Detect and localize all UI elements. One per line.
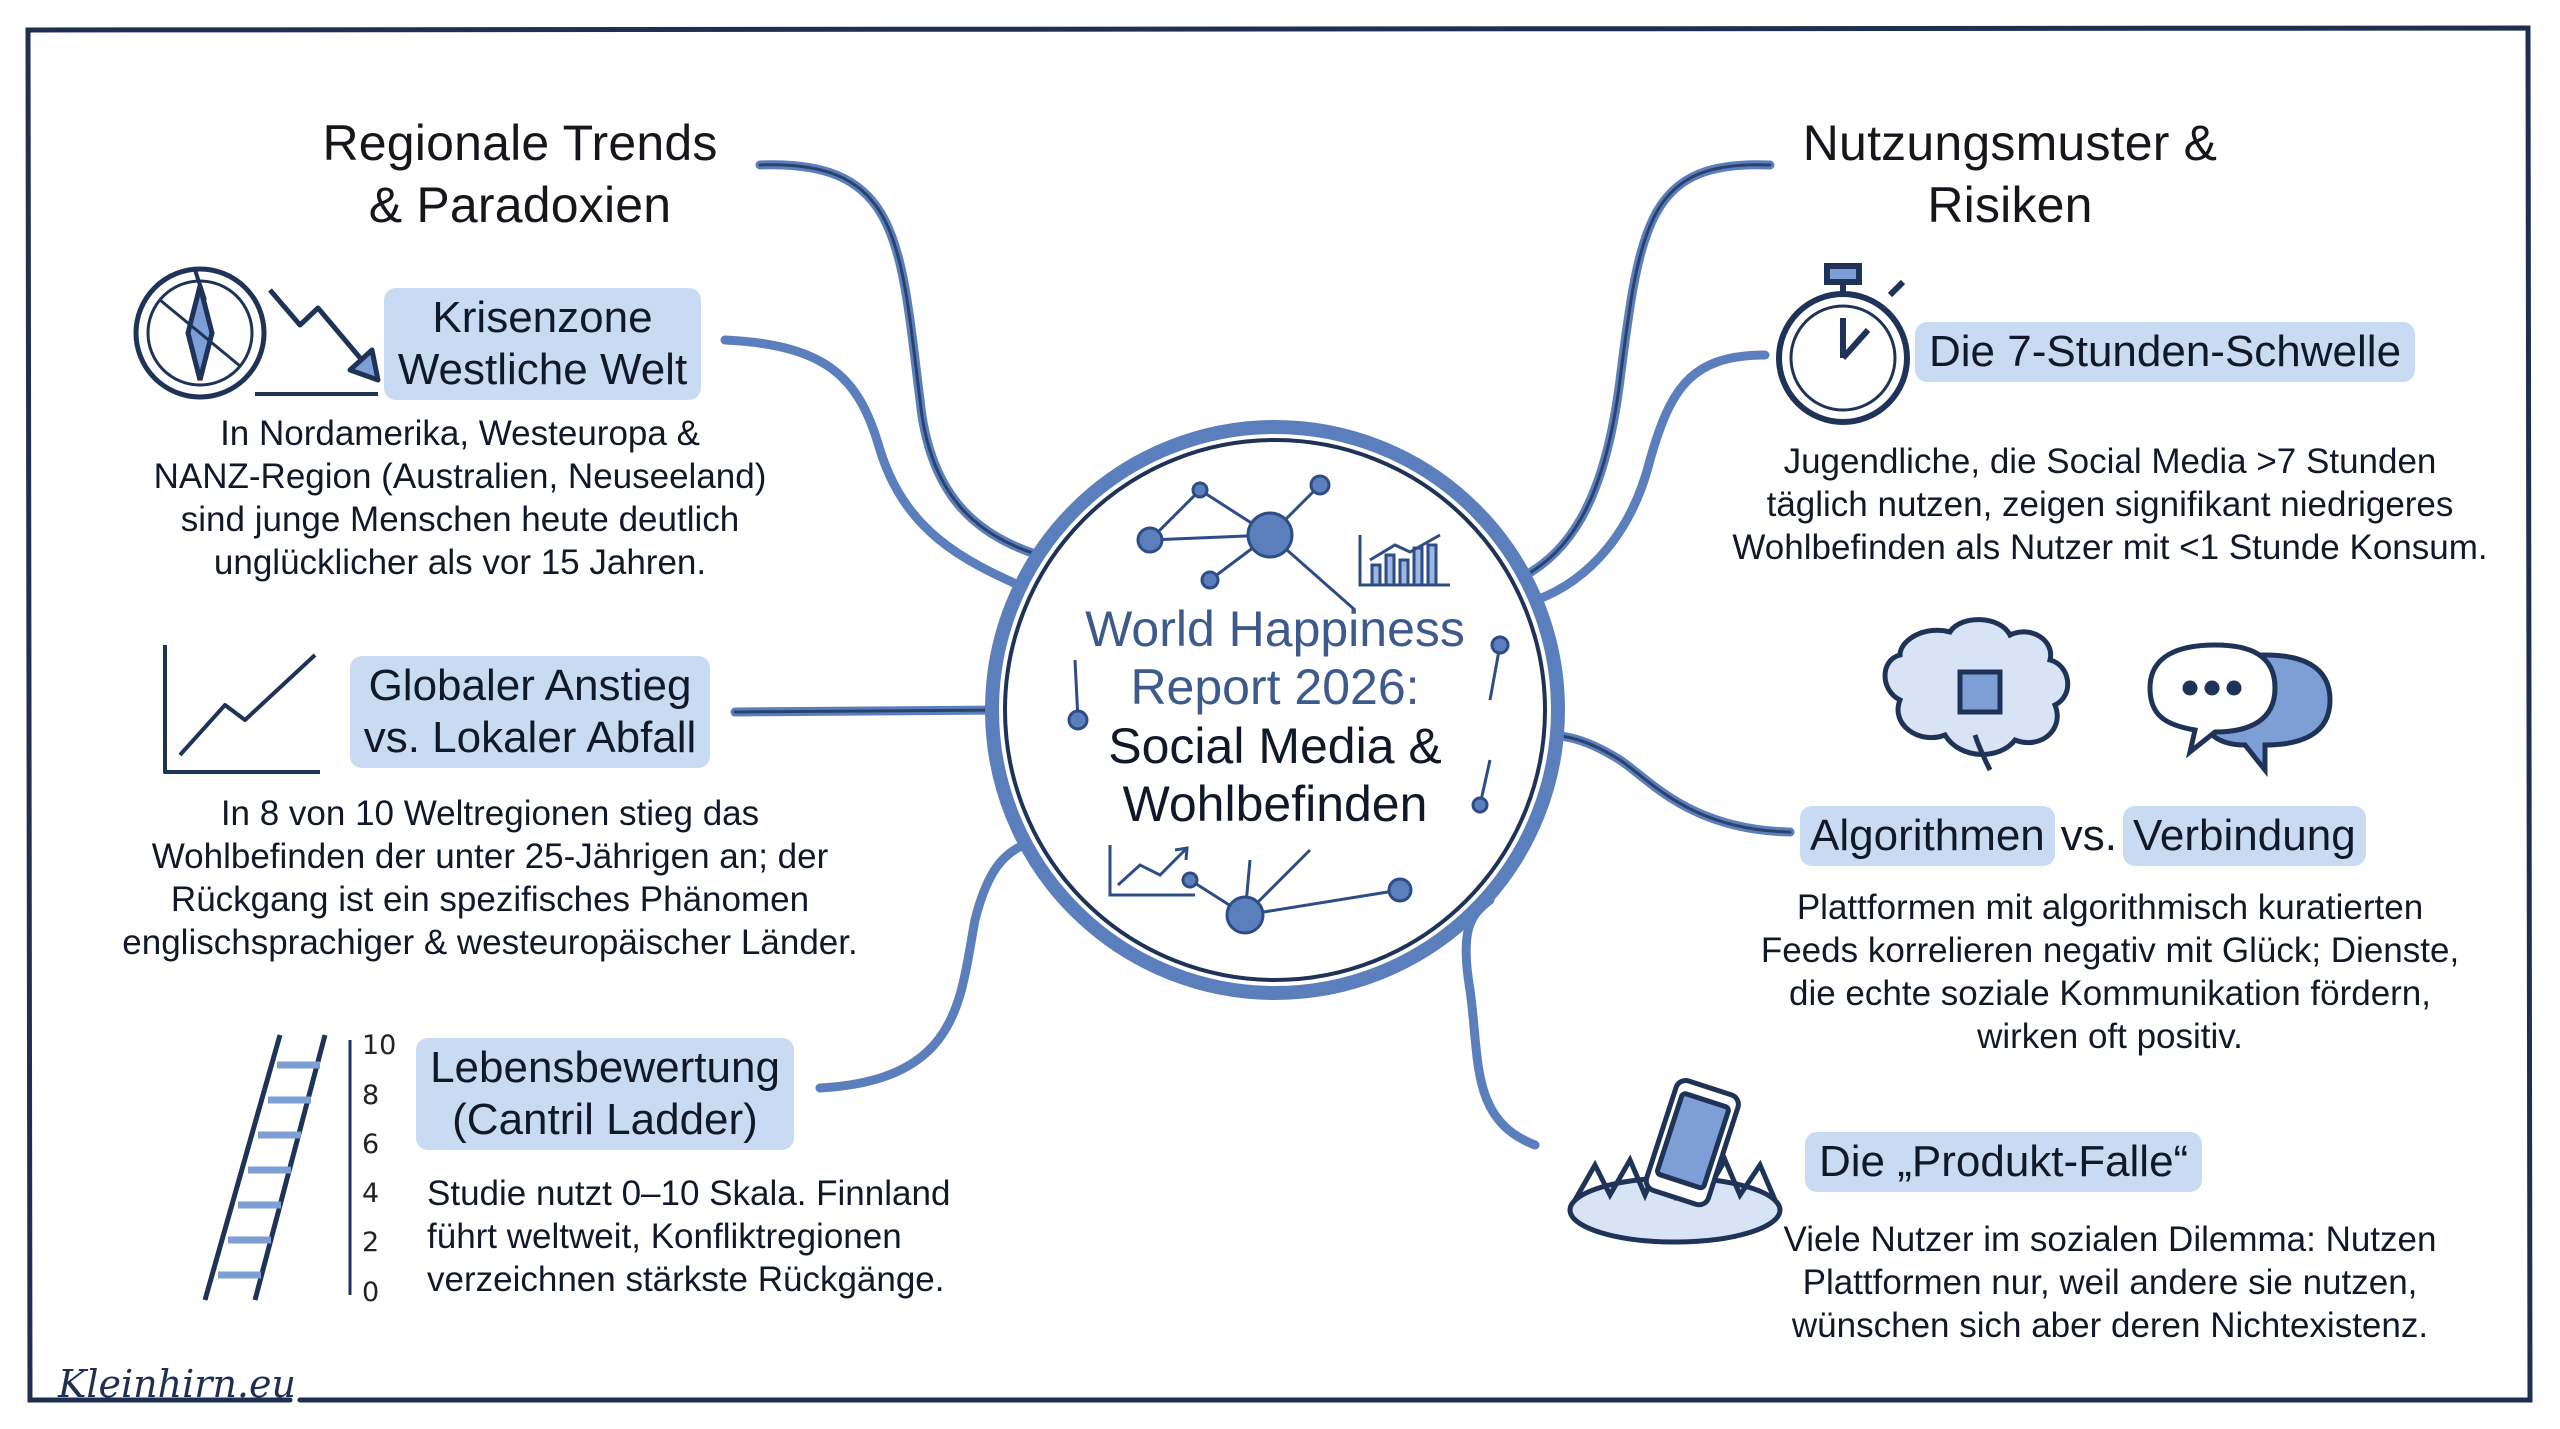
label-globaler-anstieg: Globaler Anstieg vs. Lokaler Abfall xyxy=(349,656,711,768)
label-vs: vs. xyxy=(2060,811,2118,860)
right-heading: Nutzungsmuster & Risiken xyxy=(1802,115,2218,233)
item-label-westliche-welt-wrap: Krisenzone Westliche Welt xyxy=(380,288,705,400)
hub-title: World Happiness Report 2026: xyxy=(1085,601,1465,715)
label-lebensbewertung: Lebensbewertung (Cantril Ladder) xyxy=(416,1038,794,1150)
item-label-produkt-falle-wrap: Die „Produkt-Falle“ xyxy=(1805,1132,2203,1192)
text-lebensbewertung: Studie nutzt 0–10 Skala. Finnland führt … xyxy=(427,1174,951,1299)
label-krisenzone: Krisenzone Westliche Welt xyxy=(383,288,702,400)
mini-bar-chart-icon xyxy=(1358,533,1450,587)
hub-subtitle: Social Media & Wohlbefinden xyxy=(1108,718,1442,832)
brand-logo-text: Kleinhirn.eu xyxy=(58,1362,296,1406)
trend-chart-icon xyxy=(163,645,320,774)
label-verbindung: Verbindung xyxy=(2123,806,2366,866)
item-label-algorithmen-wrap: Algorithmen vs. Verbindung xyxy=(1800,806,2366,866)
chat-bubbles-icon xyxy=(2147,642,2333,778)
ladder-tick-8: 8 xyxy=(362,1080,380,1111)
item-label-lebensbewertung-wrap: Lebensbewertung (Cantril Ladder) xyxy=(410,1038,800,1150)
item-label-7-stunden-wrap: Die 7-Stunden-Schwelle xyxy=(1915,322,2416,382)
text-produkt-falle: Viele Nutzer im sozialen Dilemma: Nutzen… xyxy=(1783,1220,2437,1345)
left-heading: Regionale Trends & Paradoxien xyxy=(322,115,718,233)
phone-trap-icon xyxy=(1567,1078,1783,1245)
compass-icon xyxy=(133,266,267,400)
label-7-stunden: Die 7-Stunden-Schwelle xyxy=(1915,322,2416,382)
ladder-tick-0: 0 xyxy=(362,1277,380,1308)
text-algorithmen: Plattformen mit algorithmisch kuratierte… xyxy=(1760,888,2460,1056)
mini-line-chart-icon xyxy=(1108,845,1195,897)
text-7-stunden: Jugendliche, die Social Media >7 Stunden… xyxy=(1732,442,2488,567)
text-krisenzone: In Nordamerika, Westeuropa & NANZ-Region… xyxy=(153,414,767,582)
ladder-tick-6: 6 xyxy=(362,1129,380,1160)
decline-arrow-icon xyxy=(255,288,381,396)
ladder-icon xyxy=(202,1034,352,1301)
stopwatch-icon xyxy=(1776,263,1910,425)
ladder-tick-4: 4 xyxy=(362,1178,380,1209)
brain-chip-icon xyxy=(1882,617,2071,772)
ladder-tick-10: 10 xyxy=(362,1030,397,1061)
label-algorithmen: Algorithmen xyxy=(1800,806,2055,866)
ladder-tick-2: 2 xyxy=(362,1227,380,1258)
label-produkt-falle: Die „Produkt-Falle“ xyxy=(1805,1132,2203,1192)
item-label-globaler-anstieg-wrap: Globaler Anstieg vs. Lokaler Abfall xyxy=(335,656,725,768)
text-globaler-anstieg: In 8 von 10 Weltregionen stieg das Wohlb… xyxy=(122,794,858,962)
